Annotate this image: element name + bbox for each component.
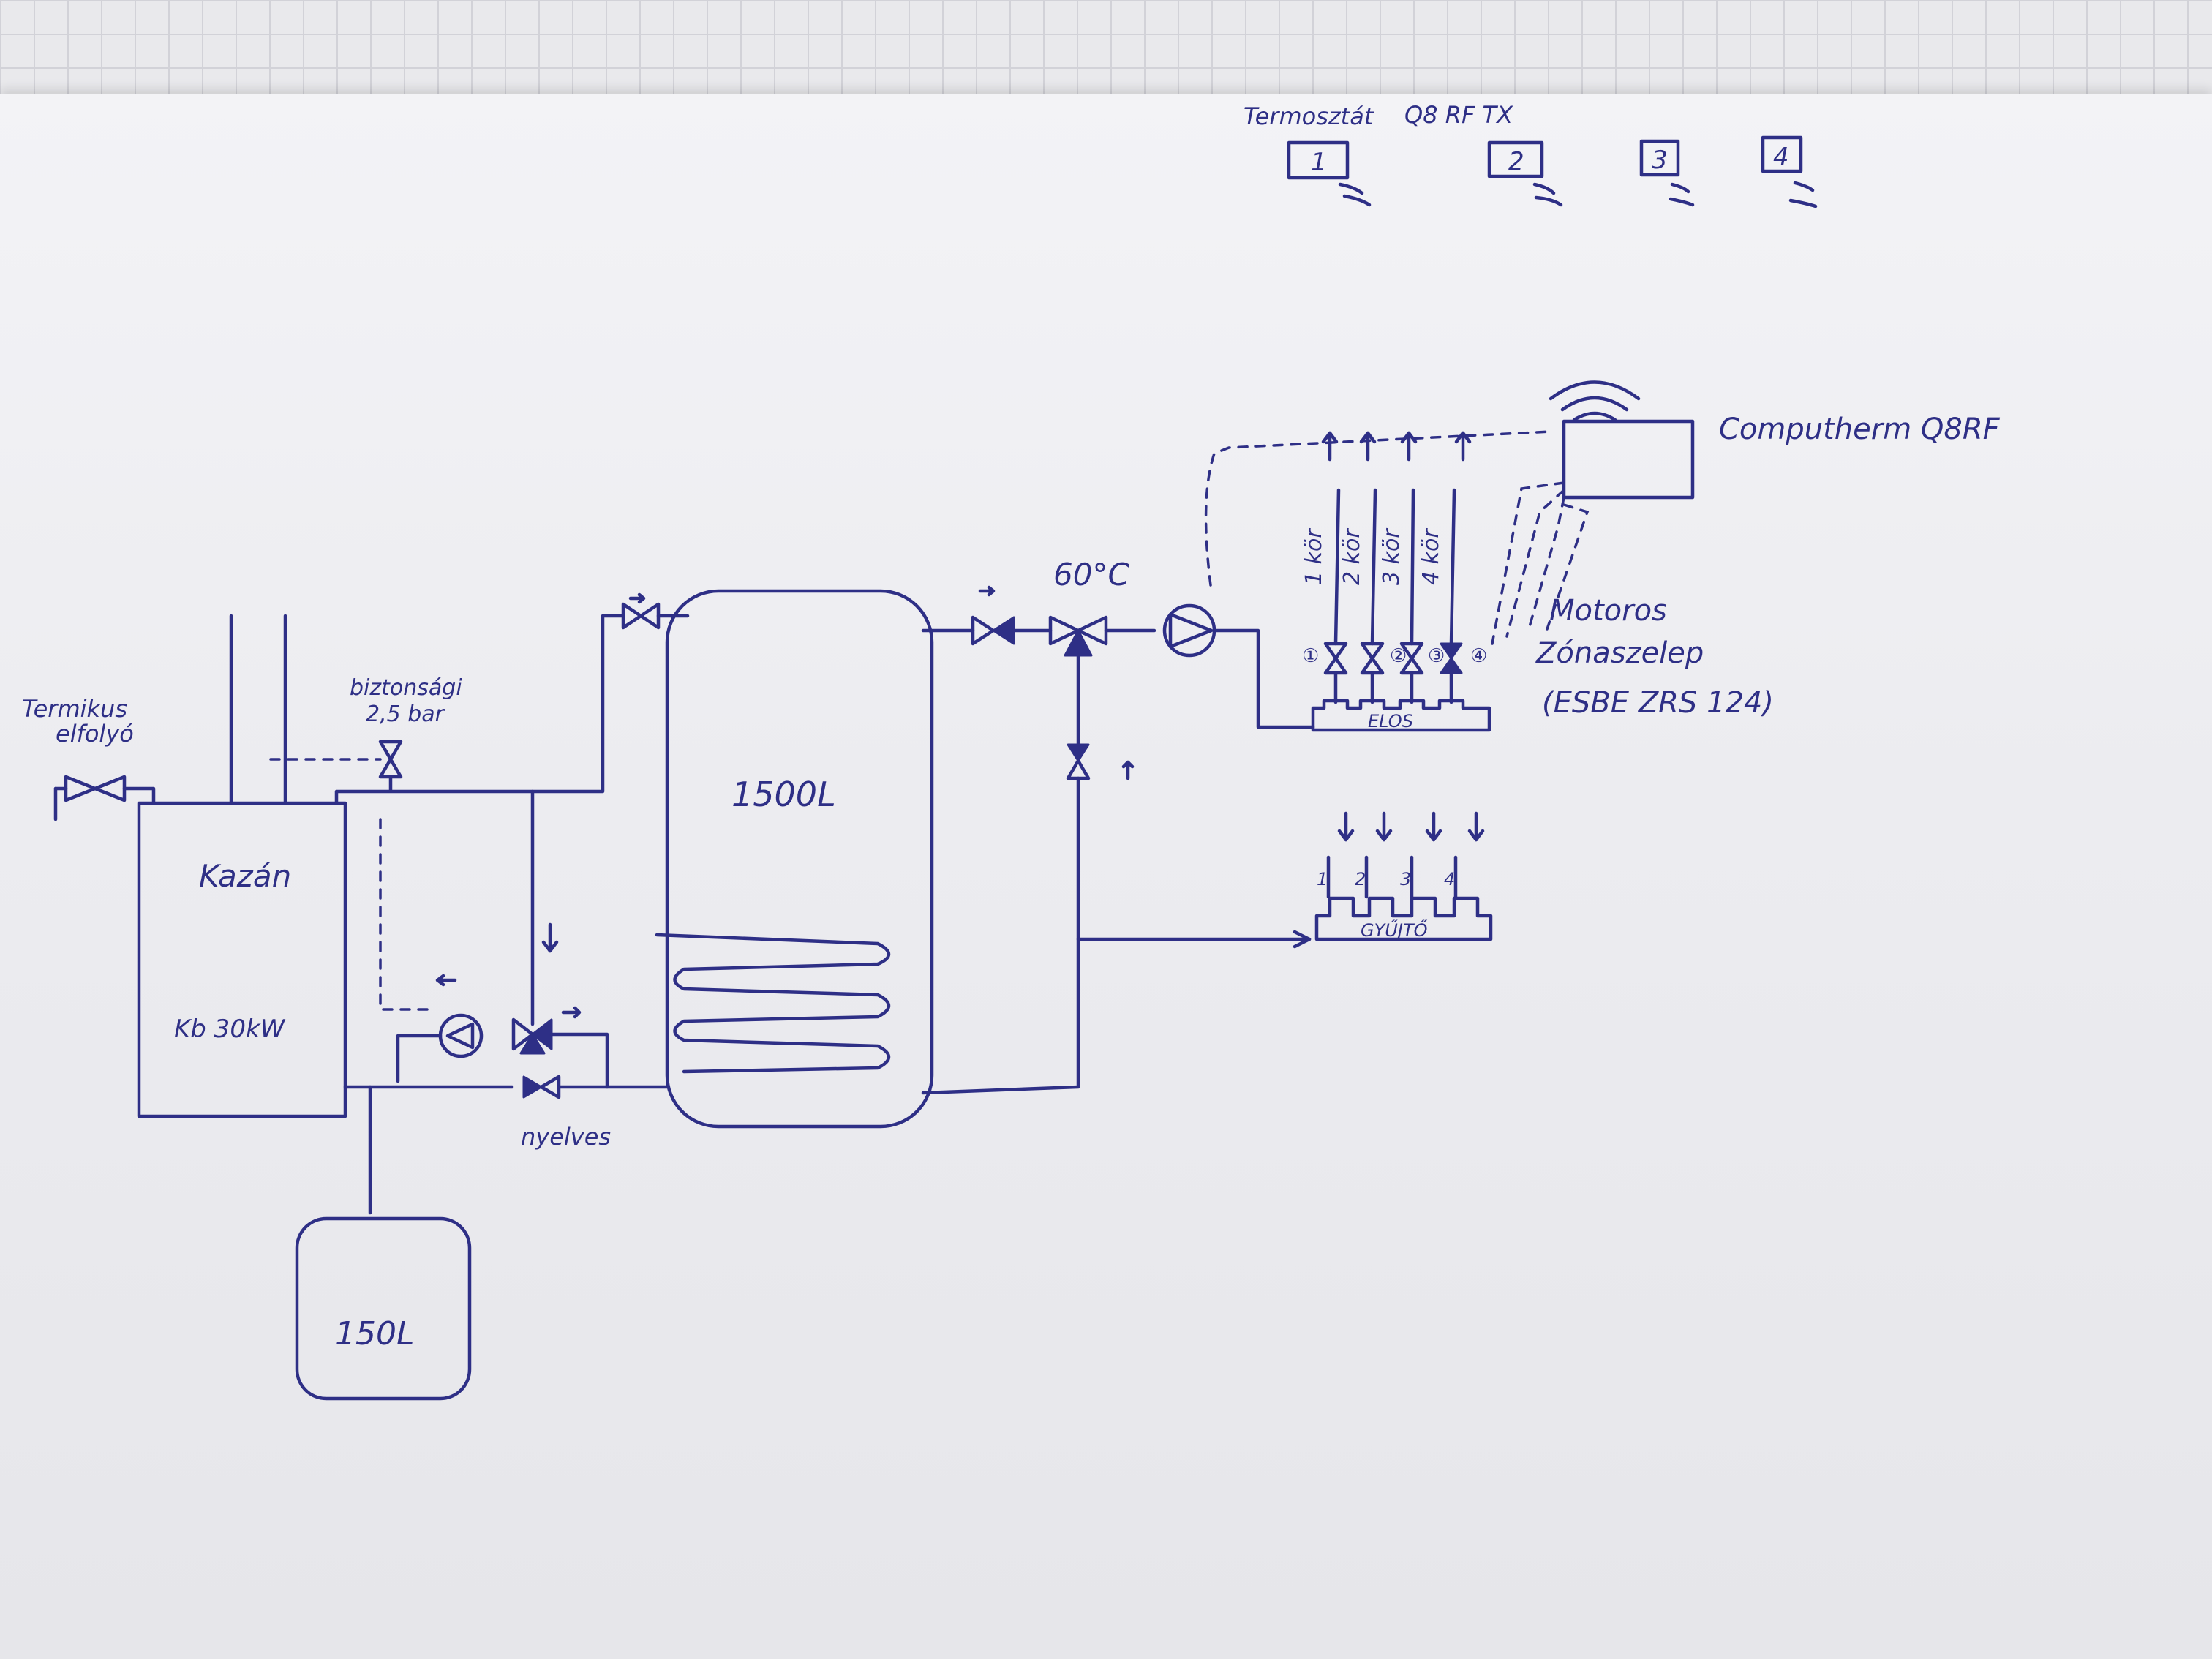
control-wire <box>1527 496 1565 631</box>
heating-circuits: 1 kör 2 kör 3 kör 4 kör ① ② ③ ④ <box>1301 433 1487 704</box>
zone-valve-2: ② <box>1360 642 1407 675</box>
balancing-valve <box>1066 743 1091 780</box>
shutoff-valve <box>971 615 1015 646</box>
thermostat-header-right: Q8 RF TX <box>1404 101 1513 129</box>
distributor-manifold: ELOS <box>1311 699 1491 732</box>
thermostat-number: 1 <box>1311 148 1327 177</box>
safety-valve-label-2: 2,5 bar <box>366 701 445 727</box>
thermostat-1: 1 <box>1287 140 1372 207</box>
zone-valve-label-2: Zónaszelep <box>1535 636 1704 670</box>
thermostat-2: 2 <box>1487 140 1563 207</box>
flow-arrow-icon <box>435 974 457 987</box>
valve-mark: ③ <box>1428 645 1445 667</box>
thermostat-4: 4 <box>1761 135 1818 208</box>
safety-valve-label-1: biztonsági <box>350 675 462 701</box>
flow-arrow-icon <box>628 592 646 604</box>
zone-valve-label-1: Motoros <box>1549 594 1667 628</box>
buffer-tank: 1500L <box>655 589 934 1129</box>
thermal-discharge-label-2: elfolyó <box>56 720 134 748</box>
collector-number: 4 <box>1444 869 1455 889</box>
circuit-label: 1 kör <box>1301 528 1327 585</box>
thermostat-number: 4 <box>1773 143 1789 172</box>
boiler-model: Kb 30kW <box>174 1015 286 1044</box>
thermostat-number: 2 <box>1508 147 1524 176</box>
heat-exchanger-coil <box>655 933 891 1074</box>
zone-valve-1: ① <box>1302 642 1348 675</box>
zone-valve-4: ④ <box>1440 642 1487 674</box>
thermal-discharge-label-1: Termikus <box>22 695 127 723</box>
circulation-pump-boiler <box>438 1013 484 1058</box>
thermostat-number: 3 <box>1652 146 1668 175</box>
computherm-receiver: Computherm Q8RF <box>1549 380 2001 500</box>
safety-valve: biztonsági 2,5 bar <box>350 675 462 792</box>
control-wire <box>1546 503 1590 631</box>
thermal-discharge-valve: Termikus elfolyó <box>22 695 156 821</box>
shutoff-valve <box>621 602 661 630</box>
thermostat-3: 3 <box>1639 139 1695 207</box>
circulation-pump-heating <box>1162 603 1216 658</box>
valve-mark: ④ <box>1470 645 1487 667</box>
collector-label: GYŰJTŐ <box>1361 919 1428 941</box>
expansion-tank: 150L <box>295 1216 472 1401</box>
circuit-label: 2 kör <box>1339 528 1365 585</box>
check-valve <box>522 1075 561 1099</box>
distributor-label: ELOS <box>1368 711 1413 731</box>
collector-number: 1 <box>1317 869 1328 889</box>
grid-paper-background <box>0 0 2212 110</box>
supply-pipe <box>334 614 625 805</box>
wireless-signal-icon <box>1532 182 1563 207</box>
wireless-signal-icon <box>1788 181 1818 208</box>
boiler: Kazán Kb 30kW <box>137 614 347 1118</box>
check-valve-label: nyelves <box>521 1123 611 1151</box>
three-way-valve-boiler <box>511 1017 553 1055</box>
dashed-line <box>379 818 433 1011</box>
flow-arrow-icon <box>978 585 996 597</box>
wireless-signal-icon <box>1338 182 1372 207</box>
wireless-signal-icon <box>1549 380 1641 422</box>
valve-mark: ② <box>1390 645 1407 667</box>
thermostat-header-left: Termosztát <box>1244 102 1374 130</box>
expansion-tank-label: 150L <box>335 1315 415 1353</box>
controller-label: Computherm Q8RF <box>1719 413 2001 446</box>
zone-valve-label-3: (ESBE ZRS 124) <box>1542 686 1774 720</box>
zone-valve-3: ③ <box>1399 642 1445 675</box>
collector-manifold: 1 2 3 4 GYŰJTŐ <box>1314 813 1493 941</box>
boiler-name: Kazán <box>199 858 291 894</box>
flow-arrow-icon <box>561 1006 582 1019</box>
temperature-label: 60°C <box>1053 557 1129 592</box>
control-wire <box>1491 481 1565 645</box>
circuit-label: 3 kör <box>1379 528 1404 585</box>
three-way-valve-mixing: 60°C <box>1048 557 1129 657</box>
collector-number: 2 <box>1355 869 1366 889</box>
circuit-label: 4 kör <box>1418 528 1444 585</box>
buffer-tank-label: 1500L <box>731 775 836 814</box>
wireless-signal-icon <box>1669 182 1695 207</box>
valve-mark: ① <box>1302 645 1319 667</box>
flow-arrow-icon <box>1121 760 1135 780</box>
collector-number: 3 <box>1400 869 1411 889</box>
control-wire-pump <box>1204 430 1552 587</box>
